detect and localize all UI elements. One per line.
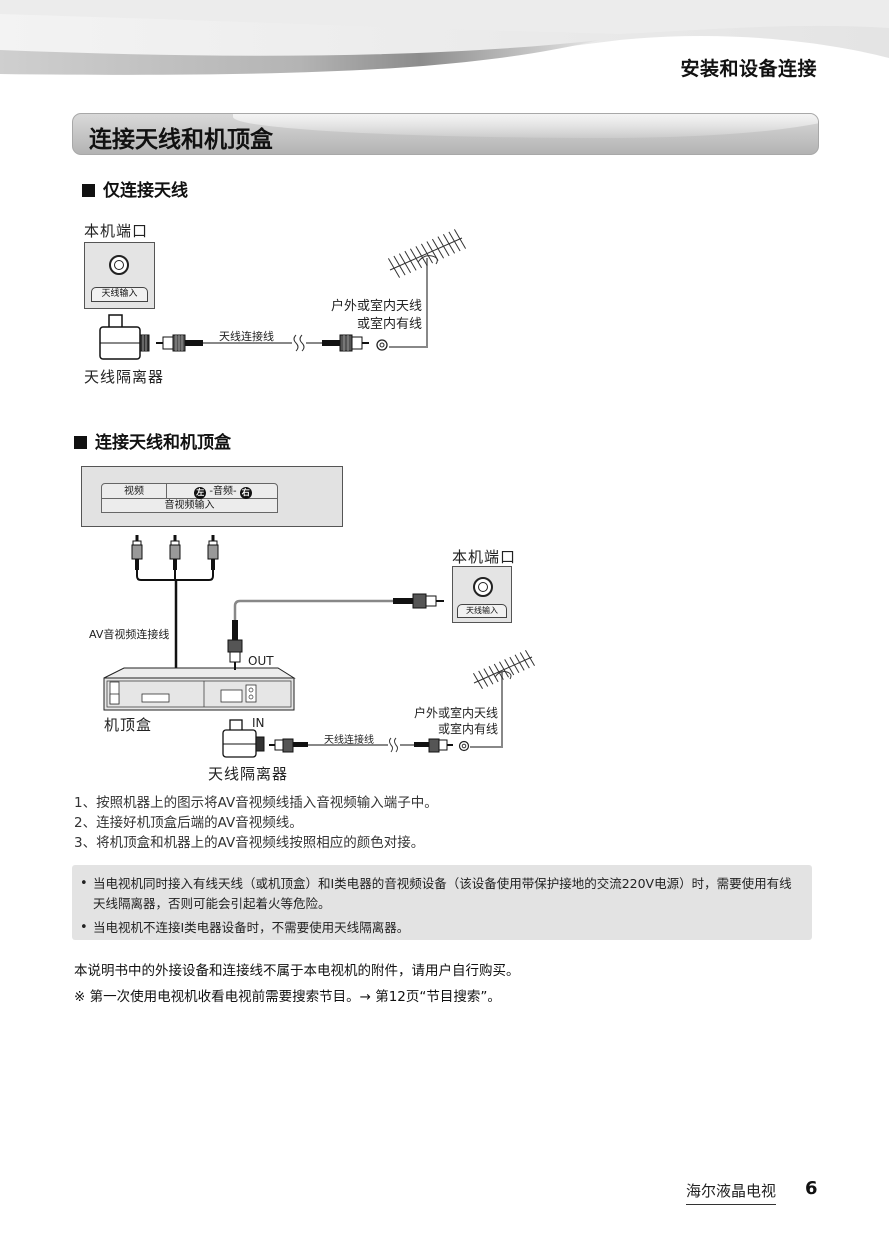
subheading-antenna-only: 仅连接天线 bbox=[82, 176, 188, 201]
cable-label: 天线连接线 bbox=[219, 330, 274, 343]
note-item: 当电视机同时接入有线天线（或机顶盒）和I类电器的音视频设备（该设备使用带保护接地… bbox=[80, 874, 802, 914]
antenna-element bbox=[442, 233, 456, 254]
antenna-label-line1: 户外或室内天线 bbox=[413, 706, 498, 720]
av-cable-label: AV音视频连接线 bbox=[89, 628, 170, 641]
header-swoosh bbox=[0, 0, 889, 75]
video-label: 视频 bbox=[102, 484, 167, 499]
antenna-label: 户外或室内天线 或室内有线 bbox=[378, 705, 498, 737]
antenna-element bbox=[514, 654, 525, 671]
cable-label: 天线连接线 bbox=[324, 735, 374, 746]
antenna-element bbox=[483, 668, 494, 685]
set-top-box-icon bbox=[103, 667, 296, 711]
tv-port-label: 本机端口 bbox=[452, 548, 517, 566]
rca-plug-icon bbox=[131, 535, 143, 570]
wall-socket-icon bbox=[376, 339, 388, 351]
antenna-element bbox=[478, 670, 489, 687]
cable-break-icon bbox=[389, 737, 398, 753]
subheading-antenna-and-stb: 连接天线和机顶盒 bbox=[74, 428, 231, 453]
antenna-element bbox=[519, 652, 530, 669]
antenna-element bbox=[437, 236, 450, 257]
step-item: 1、按照机器上的图示将AV音视频线插入音视频输入端子中。 bbox=[74, 795, 438, 811]
av-input-panel: 视频 左 -音频- 右 音视频输入 bbox=[81, 466, 343, 527]
section-title: 连接天线和机顶盒 bbox=[89, 127, 273, 153]
antenna-element bbox=[393, 255, 406, 276]
port-tag: 天线输入 bbox=[457, 604, 507, 618]
antenna-element bbox=[509, 656, 520, 673]
subheading-text: 连接天线和机顶盒 bbox=[95, 433, 231, 453]
page-number: 6 bbox=[805, 1178, 818, 1199]
rca-plugs bbox=[131, 535, 219, 570]
coax-plug-icon bbox=[156, 334, 203, 352]
tv-port-panel: 天线输入 bbox=[84, 242, 155, 309]
av-input-label: 音视频输入 bbox=[164, 500, 215, 511]
coax-plug-icon bbox=[269, 738, 308, 753]
isolator-label: 天线隔离器 bbox=[84, 368, 165, 386]
in-label: IN bbox=[252, 716, 265, 730]
footer-brand: 海尔液晶电视 bbox=[686, 1180, 777, 1205]
antenna-element bbox=[415, 246, 428, 266]
audio-cell: 左 -音频- 右 bbox=[168, 484, 278, 499]
caution-note-box: 当电视机同时接入有线天线（或机顶盒）和I类电器的音视频设备（该设备使用带保护接地… bbox=[72, 865, 812, 940]
coax-plug-icon bbox=[227, 620, 243, 670]
footnote-accessories: 本说明书中的外接设备和连接线不属于本电视机的附件，请用户自行购买。 bbox=[74, 963, 520, 979]
antenna-element bbox=[493, 663, 504, 680]
audio-label: -音频- bbox=[209, 486, 237, 497]
antenna-element bbox=[398, 253, 412, 274]
av-input-table: 视频 左 -音频- 右 音视频输入 bbox=[101, 483, 278, 513]
note-item: 当电视机不连接I类电器设备时，不需要使用天线隔离器。 bbox=[80, 918, 802, 938]
antenna-element bbox=[387, 258, 401, 278]
cable-break-icon bbox=[293, 334, 305, 352]
port-tag: 天线输入 bbox=[91, 287, 148, 302]
square-bullet-icon bbox=[82, 184, 95, 197]
antenna-jack-icon bbox=[473, 577, 493, 597]
antenna-icon bbox=[387, 229, 467, 278]
left-channel-badge: 左 bbox=[194, 487, 207, 499]
antenna-element bbox=[525, 649, 535, 667]
right-channel-badge: 右 bbox=[239, 487, 252, 499]
antenna-label-line1: 户外或室内天线 bbox=[330, 299, 422, 314]
antenna-icon bbox=[473, 649, 535, 690]
wall-socket-icon bbox=[458, 740, 470, 752]
isolator-icon bbox=[99, 314, 150, 360]
square-bullet-icon bbox=[74, 436, 87, 449]
isolator-icon bbox=[222, 719, 265, 758]
antenna-element bbox=[420, 243, 434, 264]
subheading-text: 仅连接天线 bbox=[103, 181, 188, 201]
coax-plug-icon bbox=[322, 334, 369, 352]
coax-plug-icon bbox=[393, 593, 444, 609]
rca-plug-icon bbox=[207, 535, 219, 570]
antenna-element bbox=[499, 661, 509, 678]
isolator-label: 天线隔离器 bbox=[208, 765, 289, 783]
antenna-element bbox=[404, 250, 417, 271]
coax-plug-icon bbox=[414, 738, 453, 753]
antenna-element bbox=[448, 231, 461, 252]
antenna-label: 户外或室内天线 或室内有线 bbox=[300, 298, 422, 334]
out-label: OUT bbox=[248, 654, 274, 668]
antenna-element bbox=[504, 659, 515, 676]
stb-label: 机顶盒 bbox=[104, 716, 153, 734]
antenna-element bbox=[453, 229, 467, 249]
antenna-element bbox=[431, 238, 445, 259]
antenna-element bbox=[473, 672, 483, 690]
tv-port-label: 本机端口 bbox=[84, 222, 149, 240]
antenna-label-line2: 或室内有线 bbox=[356, 317, 422, 332]
step-item: 2、连接好机顶盒后端的AV音视频线。 bbox=[74, 815, 303, 831]
antenna-element bbox=[488, 666, 499, 683]
antenna-element bbox=[409, 248, 423, 269]
step-item: 3、将机顶盒和机器上的AV音视频线按照相应的颜色对接。 bbox=[74, 835, 425, 851]
section-banner: 连接天线和机顶盒 bbox=[72, 113, 819, 155]
antenna-label-line2: 或室内有线 bbox=[437, 722, 498, 736]
antenna-jack-icon bbox=[109, 255, 129, 275]
instruction-steps: 1、按照机器上的图示将AV音视频线插入音视频输入端子中。 2、连接好机顶盒后端的… bbox=[74, 793, 438, 853]
rca-plug-icon bbox=[169, 535, 181, 570]
footnote-channel-search: ※ 第一次使用电视机收看电视前需要搜索节目。→ 第12页“节目搜索”。 bbox=[74, 989, 501, 1005]
chapter-title: 安装和设备连接 bbox=[680, 58, 817, 80]
tv-port-panel: 天线输入 bbox=[452, 566, 512, 623]
